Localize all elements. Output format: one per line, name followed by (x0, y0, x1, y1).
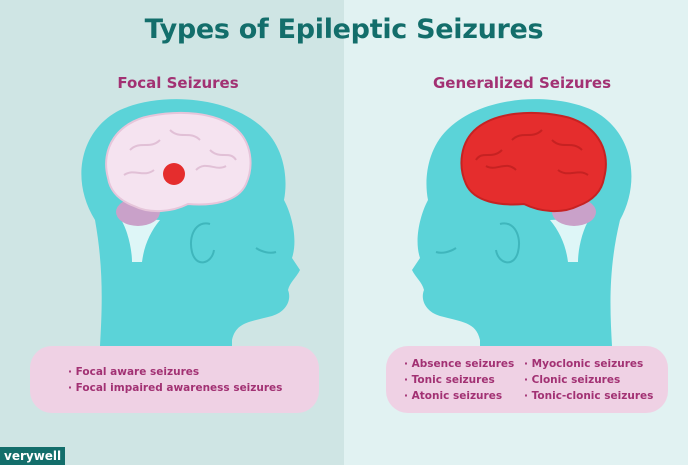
list-item: Focal impaired awareness seizures (68, 380, 282, 396)
focal-types-list: Focal aware seizures Focal impaired awar… (68, 364, 282, 396)
focal-brain (106, 113, 250, 211)
list-item: Tonic seizures (404, 372, 514, 388)
generalized-head (412, 99, 631, 346)
generalized-brain (461, 113, 605, 211)
list-item: Myoclonic seizures (524, 356, 653, 372)
page-title: Types of Epileptic Seizures (0, 14, 688, 45)
list-item: Absence seizures (404, 356, 514, 372)
focal-head (81, 99, 300, 346)
seizure-focus-dot (163, 163, 185, 185)
list-item: Atonic seizures (404, 388, 514, 404)
generalized-title: Generalized Seizures (372, 74, 672, 92)
list-item: Clonic seizures (524, 372, 653, 388)
generalized-types-list-col1: Absence seizures Tonic seizures Atonic s… (404, 356, 514, 404)
focal-title: Focal Seizures (28, 74, 328, 92)
list-item: Tonic-clonic seizures (524, 388, 653, 404)
list-item: Focal aware seizures (68, 364, 282, 380)
generalized-types-list-col2: Myoclonic seizures Clonic seizures Tonic… (524, 356, 653, 404)
verywell-logo: verywell (0, 447, 65, 465)
